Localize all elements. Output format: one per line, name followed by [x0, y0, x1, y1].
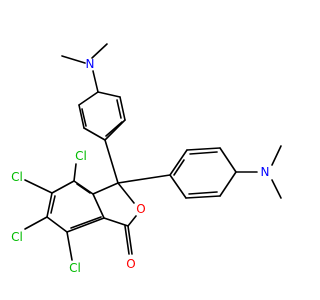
bond: [169, 149, 188, 176]
bond: [97, 91, 121, 98]
bond: [73, 163, 77, 182]
nitrogen-label-top: N: [86, 57, 95, 71]
bond: [117, 182, 135, 204]
bond: [78, 91, 99, 106]
ring-oxygen-label: O: [136, 202, 145, 216]
bond: [92, 70, 99, 93]
chlorine-label-5: Cl: [11, 170, 23, 184]
canvas-background: [0, 0, 300, 300]
chlorine-label-6: Cl: [11, 230, 23, 244]
bond: [105, 121, 123, 137]
chemical-structure: N N O O Cl Cl Cl Cl: [0, 0, 300, 300]
bonds: [24, 43, 282, 261]
bond: [271, 179, 282, 199]
bond: [66, 231, 73, 261]
atom-labels: N N O O Cl Cl Cl Cl: [11, 57, 269, 275]
bond: [127, 215, 137, 227]
bond: [61, 55, 86, 64]
bond: [51, 180, 75, 194]
bond: [91, 43, 108, 59]
bond: [173, 159, 185, 176]
bond: [73, 180, 94, 195]
chlorine-label-4: Cl: [75, 149, 87, 163]
bond: [83, 127, 106, 141]
bond: [104, 139, 119, 184]
bond: [185, 195, 221, 199]
bond: [46, 192, 53, 218]
bond: [24, 179, 53, 194]
bond: [186, 147, 221, 151]
bond: [271, 145, 282, 166]
bond: [219, 171, 237, 197]
bond: [116, 99, 122, 119]
bond: [24, 216, 48, 230]
bond: [46, 216, 68, 233]
bond: [119, 96, 126, 121]
bond: [117, 174, 171, 184]
bond: [66, 217, 105, 233]
bond: [92, 182, 119, 195]
bond: [92, 193, 105, 219]
chlorine-label-7: Cl: [69, 261, 81, 275]
bond: [169, 174, 187, 199]
bond: [78, 104, 85, 129]
bond: [103, 217, 129, 227]
carbonyl-oxygen-label: O: [126, 257, 135, 271]
nitrogen-label-right: N: [261, 165, 270, 179]
bond: [50, 195, 56, 214]
bond: [76, 183, 91, 194]
bond: [124, 225, 130, 255]
bond: [70, 216, 102, 229]
bond: [81, 108, 87, 127]
bond: [219, 147, 237, 173]
bond: [127, 225, 133, 255]
bond: [189, 151, 218, 155]
bond: [188, 191, 218, 195]
